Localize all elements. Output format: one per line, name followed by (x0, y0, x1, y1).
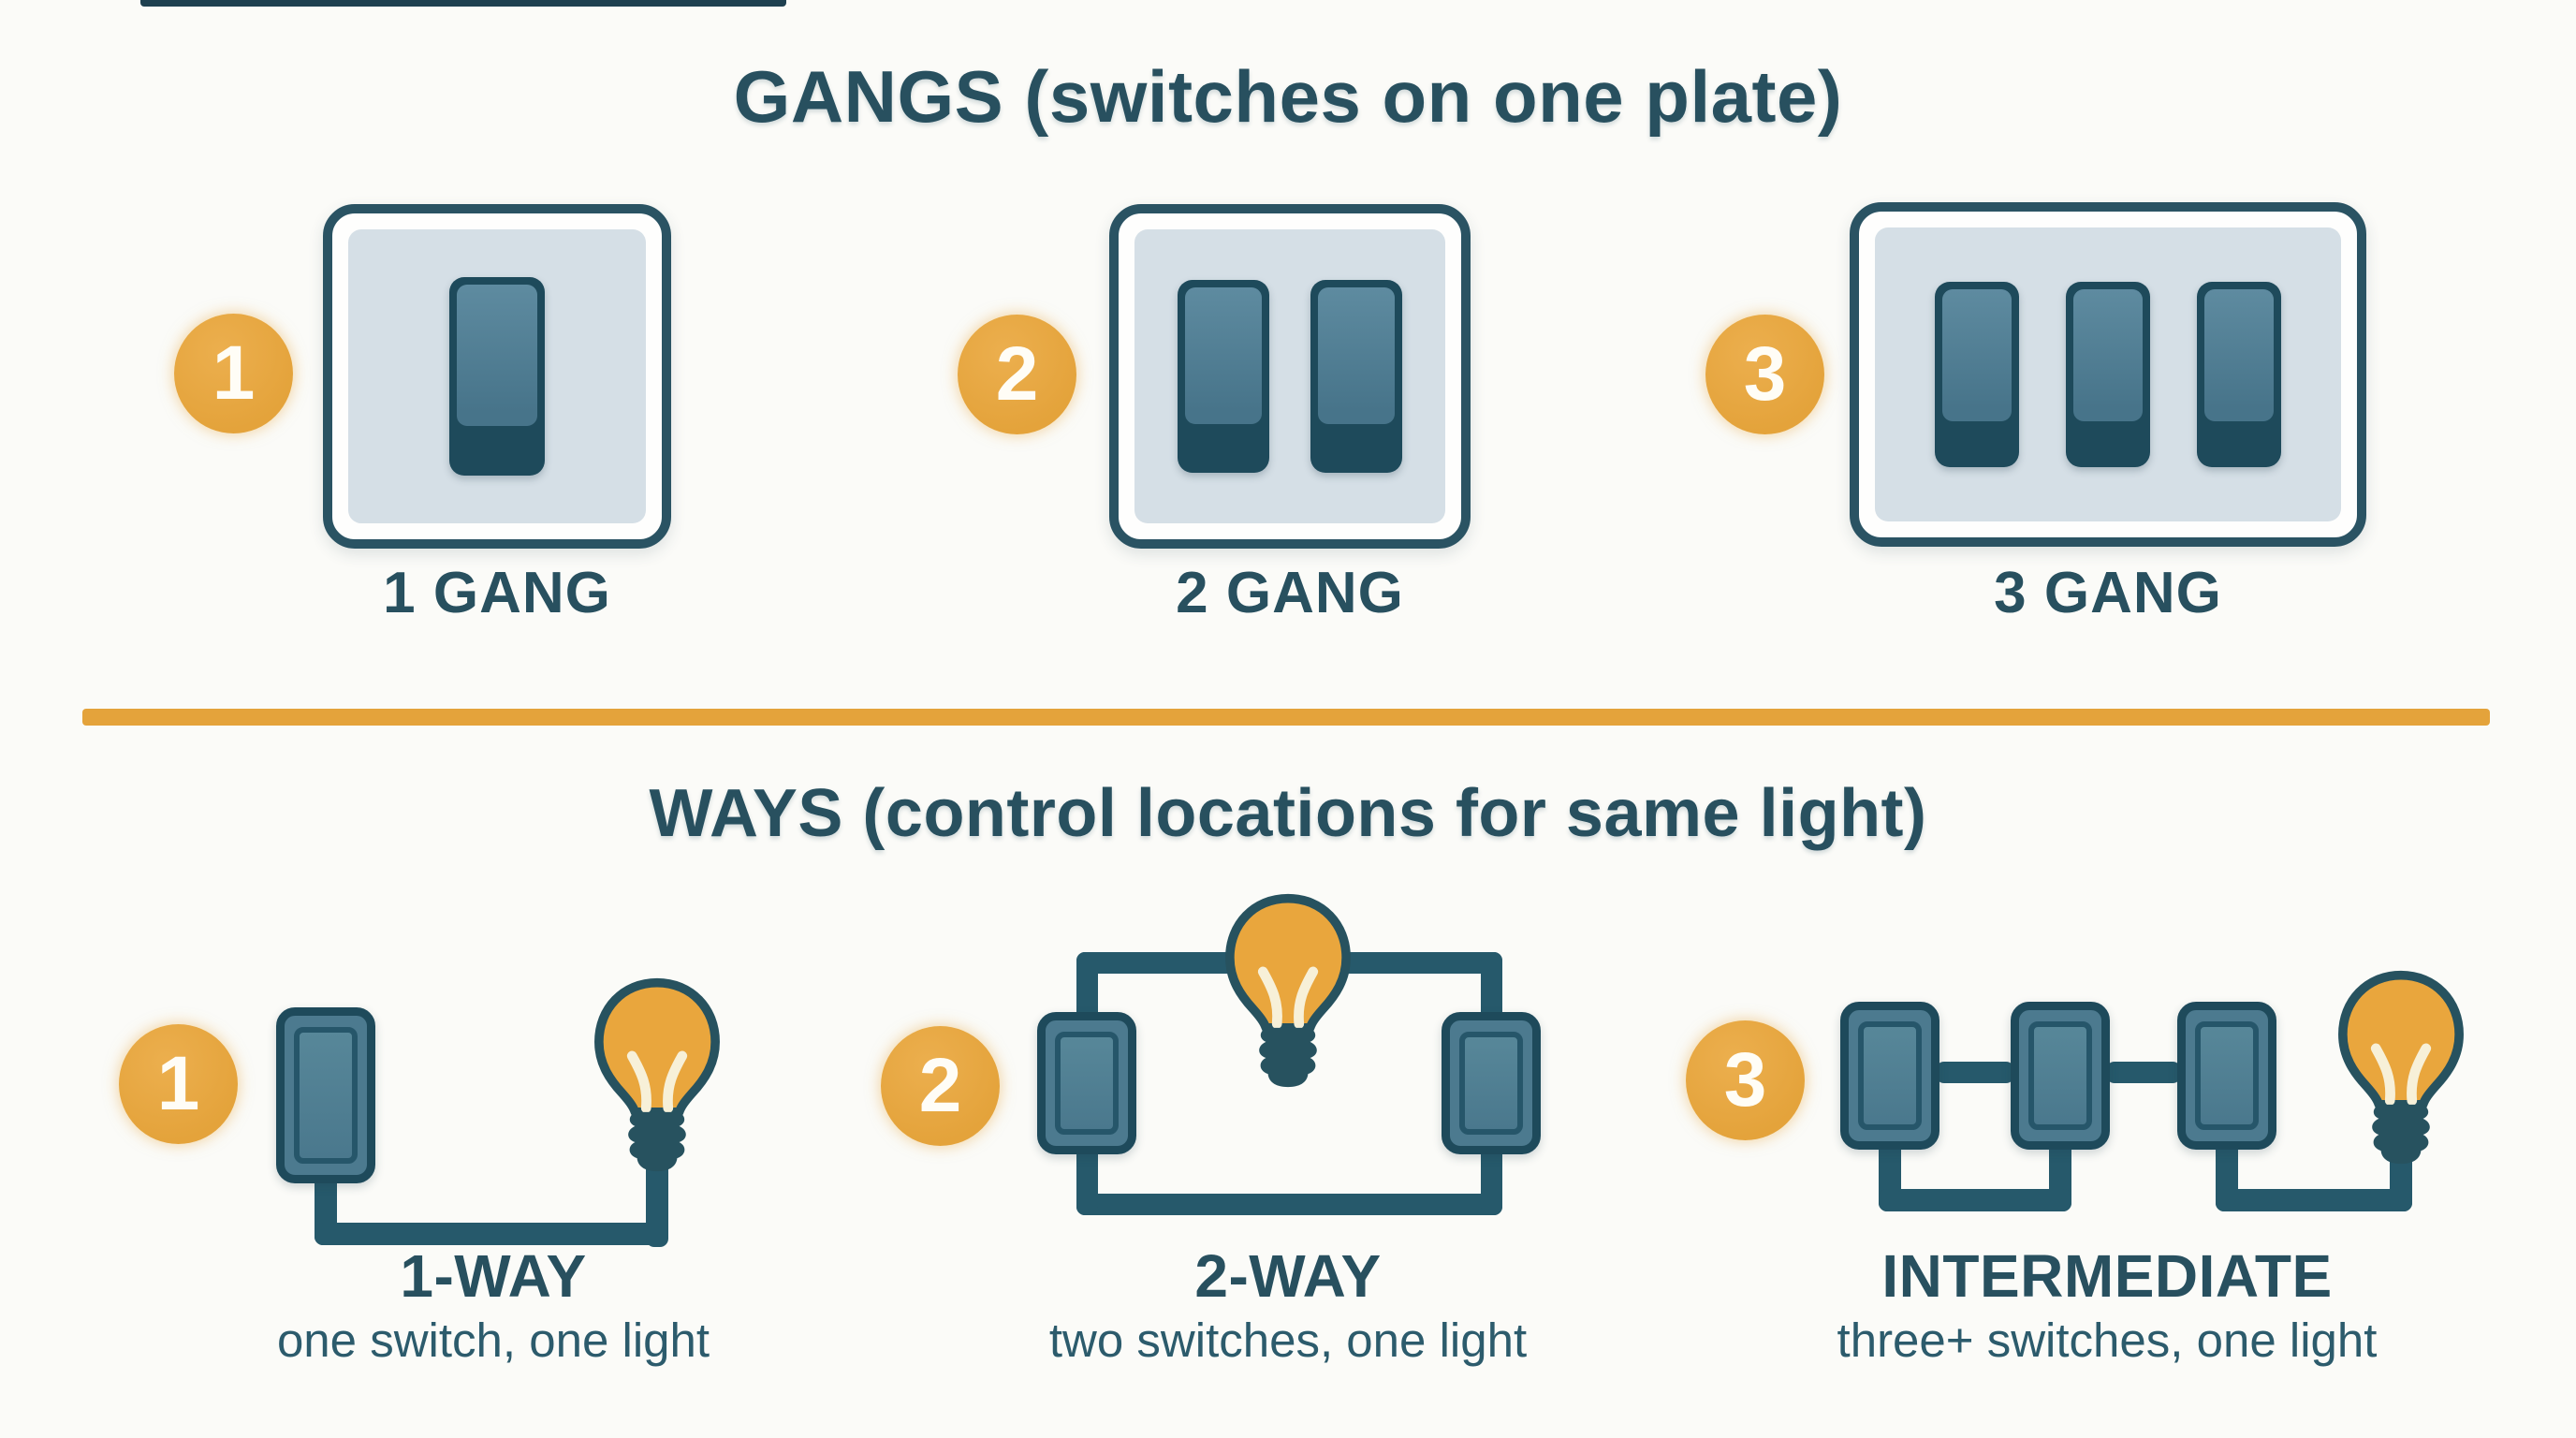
switch-plate-3-gang (1850, 202, 2366, 547)
rocker-switch-icon (1178, 280, 1269, 473)
gang-label-1: 1 GANG (383, 561, 611, 625)
plate-surface (1134, 229, 1445, 523)
step-badge-1-way: 1 (119, 1024, 238, 1144)
gang-label-2: 2 GANG (1176, 561, 1404, 625)
wire-segment (646, 1159, 668, 1247)
switch-icon (1442, 1012, 1541, 1154)
way-desc-2: two switches, one light (1048, 1313, 1528, 1367)
plate-surface (1875, 227, 2341, 521)
way-label-3: INTERMEDIATE (1881, 1242, 2333, 1310)
switch-icon (1037, 1012, 1136, 1154)
top-edge-artifact (140, 0, 786, 7)
way-desc-1: one switch, one light (276, 1313, 710, 1367)
light-bulb-icon (1218, 891, 1358, 1112)
step-badge-2-way: 2 (881, 1026, 1000, 1146)
step-badge-1-gang: 1 (174, 314, 293, 433)
gang-label-3: 3 GANG (1994, 561, 2222, 625)
switch-icon (2011, 1002, 2110, 1150)
rocker-switch-icon (1935, 282, 2019, 467)
light-bulb-icon (587, 976, 727, 1196)
switch-plate-1-gang (323, 204, 671, 549)
section-divider (82, 709, 2490, 726)
switch-icon (276, 1007, 375, 1183)
switch-icon (2177, 1002, 2276, 1150)
switch-icon (1840, 1002, 1939, 1150)
switch-plate-2-gang (1109, 204, 1471, 549)
wire-segment (1936, 1062, 2014, 1083)
way-label-1: 1-WAY (400, 1242, 587, 1310)
gangs-section-title: GANGS (switches on one plate) (733, 55, 1843, 138)
rocker-switch-icon (449, 277, 545, 476)
wire-segment (1076, 1194, 1502, 1215)
light-bulb-icon (2331, 968, 2471, 1189)
wire-segment (1879, 1189, 2071, 1211)
ways-section-title: WAYS (control locations for same light) (649, 776, 1927, 851)
wire-segment (2106, 1062, 2181, 1083)
way-label-2: 2-WAY (1194, 1242, 1382, 1310)
plate-surface (348, 229, 646, 523)
rocker-switch-icon (1310, 280, 1402, 473)
step-badge-2-gang: 2 (958, 315, 1076, 434)
step-badge-3-gang: 3 (1705, 315, 1824, 434)
way-desc-3: three+ switches, one light (1837, 1313, 2378, 1367)
rocker-switch-icon (2066, 282, 2150, 467)
rocker-switch-icon (2197, 282, 2281, 467)
wire-segment (2216, 1189, 2412, 1211)
wire-segment (315, 1223, 668, 1245)
step-badge-intermediate: 3 (1686, 1020, 1805, 1140)
